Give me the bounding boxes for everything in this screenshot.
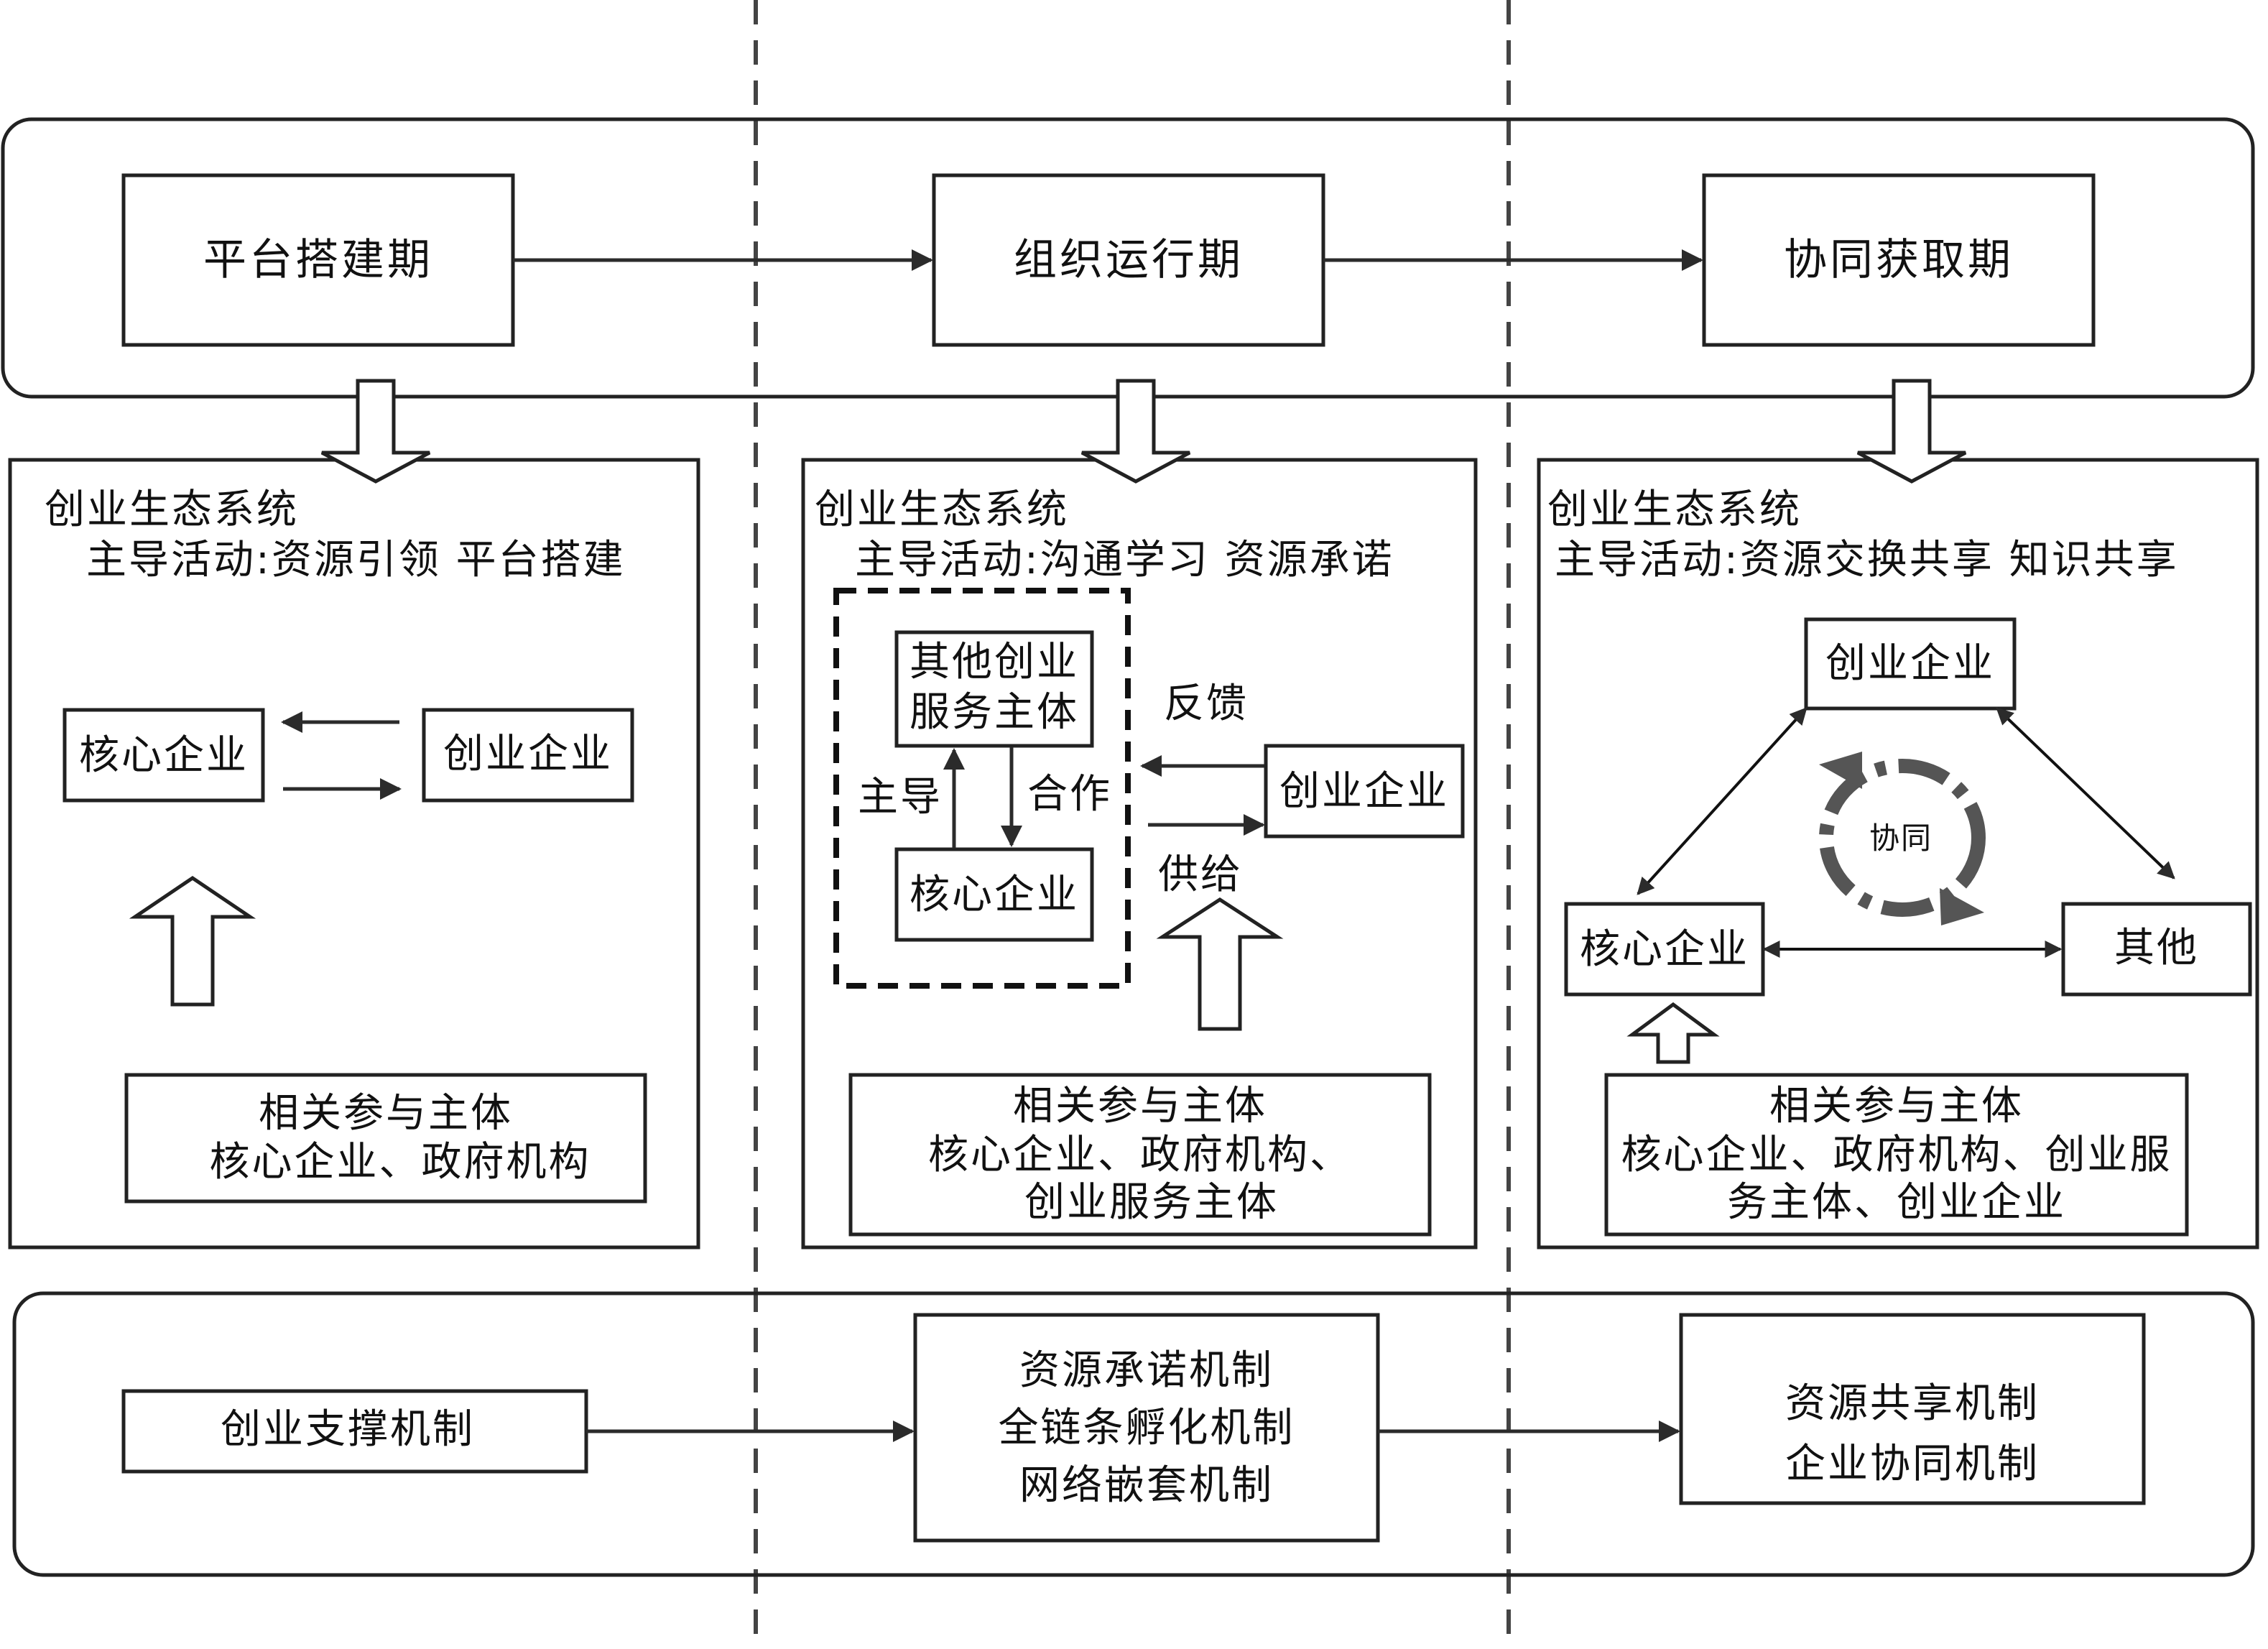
stage-label-platform: 平台搭建期: [203, 235, 433, 285]
p2-title: 创业生态系统: [815, 486, 1069, 533]
p1-startup-label: 创业企业: [443, 731, 613, 777]
p2-core-box: [894, 847, 1094, 942]
p3-participants-box: [1604, 1073, 2189, 1237]
p3-synergy-label: 协同: [1869, 821, 1933, 856]
p3-participants-line1: 核心企业、政府机构、创业服: [1621, 1132, 2172, 1178]
p2-other-box: [894, 630, 1094, 748]
p2-startup-box: [1264, 744, 1465, 839]
stage-label-operation: 组织运行期: [1014, 235, 1244, 285]
down-hollow-arrow-2: [1080, 379, 1191, 484]
p1-startup-box: [422, 708, 634, 803]
p2-feedback-label: 反馈: [1164, 680, 1249, 727]
p2-up-hollow-arrow: [1156, 897, 1284, 1031]
down-hollow-arrow-3: [1856, 379, 1967, 484]
p1-activity: 主导活动:资源引领 平台搭建: [86, 537, 626, 583]
p1-core-label: 核心企业: [79, 732, 249, 779]
p2-lead-label: 主导: [858, 774, 943, 821]
mechanism-3-line1: 资源共享机制: [1785, 1380, 2040, 1427]
p3-other-label: 其他: [2114, 925, 2199, 971]
down-hollow-arrow-1: [320, 379, 431, 484]
p2-supply-label: 供给: [1158, 851, 1243, 898]
mechanism-box-3: [1679, 1313, 2146, 1505]
p3-other-box: [2061, 902, 2252, 997]
p1-core-box: [63, 708, 265, 803]
p1-participants-title: 相关参与主体: [259, 1090, 513, 1137]
mechanism-1-label: 创业支撑机制: [221, 1406, 475, 1453]
mechanism-2-line1: 资源承诺机制: [1019, 1347, 1274, 1394]
p3-startup-label: 创业企业: [1825, 640, 1995, 687]
p1-participants-box: [124, 1073, 647, 1204]
mechanism-3-line2: 企业协同机制: [1785, 1441, 2040, 1487]
p3-core-label: 核心企业: [1580, 926, 1749, 973]
synergy-cycle-arrowhead-top: [1819, 752, 1862, 789]
mechanism-box-2: [913, 1313, 1380, 1543]
p2-activity: 主导活动:沟通学习 资源承诺: [855, 537, 1394, 583]
p3-up-hollow-arrow: [1626, 1002, 1720, 1064]
p2-participants-line2: 创业服务主体: [1024, 1179, 1279, 1226]
p2-participants-line1: 核心企业、政府机构、: [928, 1132, 1352, 1178]
p2-other-label-line2: 服务主体: [909, 689, 1079, 736]
stage-box-synergy: [1702, 173, 2096, 347]
p3-title: 创业生态系统: [1547, 486, 1802, 533]
p2-other-label-line1: 其他创业: [909, 639, 1079, 685]
mechanism-2-line3: 网络嵌套机制: [1019, 1462, 1274, 1509]
synergy-cycle-arrowhead-bottom: [1940, 888, 1984, 925]
p3-participants-title: 相关参与主体: [1769, 1083, 2024, 1130]
mechanism-band: [12, 1291, 2255, 1577]
p3-link-startup-core: [1637, 707, 1808, 895]
p2-dashed-group: [833, 588, 1131, 989]
stage-box-operation: [932, 173, 1325, 347]
p3-startup-box: [1804, 617, 2017, 711]
p2-core-label: 核心企业: [909, 872, 1079, 918]
p3-participants-line2: 务主体、创业企业: [1727, 1179, 2066, 1226]
synergy-cycle-icon: [1819, 759, 1986, 917]
mechanism-2-line2: 全链条孵化机制: [998, 1405, 1295, 1451]
p3-link-startup-other: [1996, 707, 2175, 879]
p1-participants-line1: 核心企业、政府机构: [209, 1139, 591, 1186]
p3-activity: 主导活动:资源交换共享 知识共享: [1555, 537, 2179, 583]
p2-cooperate-label: 合作: [1027, 771, 1112, 818]
stage-label-synergy: 协同获取期: [1784, 235, 2014, 285]
p2-startup-label: 创业企业: [1279, 768, 1449, 815]
stage-box-platform: [121, 173, 515, 347]
p3-core-box: [1564, 902, 1765, 997]
p1-title: 创业生态系统: [45, 486, 299, 533]
p2-participants-title: 相关参与主体: [1013, 1083, 1267, 1130]
p2-participants-box: [848, 1073, 1432, 1237]
mechanism-box-1: [121, 1389, 588, 1474]
p1-up-hollow-arrow: [129, 875, 256, 1007]
